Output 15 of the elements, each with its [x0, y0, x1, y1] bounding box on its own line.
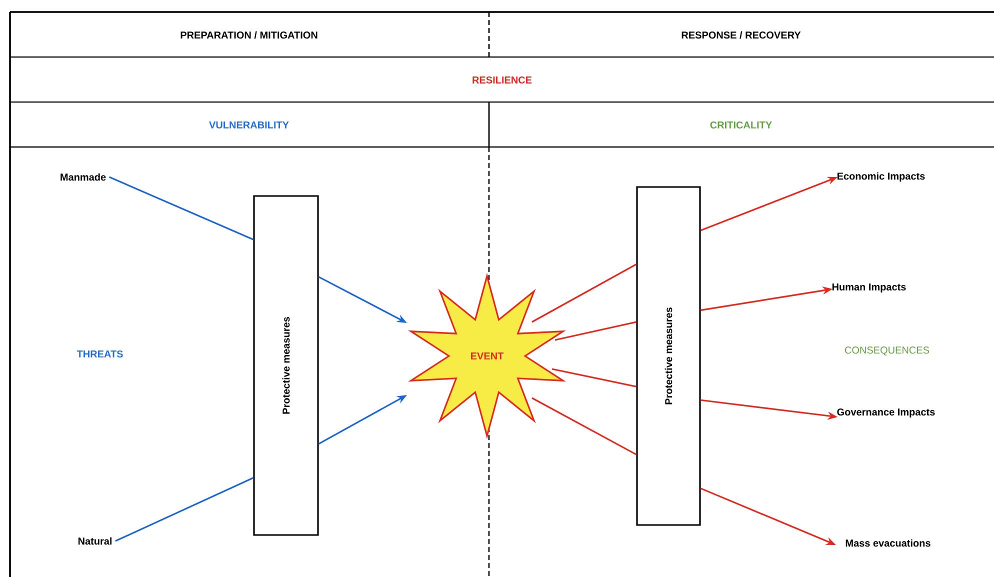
column-heading: PREPARATION / MITIGATION — [180, 31, 318, 39]
impact-label: Economic Impacts — [838, 172, 925, 182]
column-heading: VULNERABILITY — [209, 122, 289, 128]
impact-label: Human Impacts — [832, 284, 906, 292]
side-label: CONSEQUENCES — [845, 346, 930, 356]
band-heading: RESILIENCE — [472, 76, 532, 84]
impact-label: Mass evacuations — [846, 539, 930, 547]
impact-label: Governance Impacts — [837, 408, 935, 418]
protective-box: Protective measures — [253, 195, 319, 536]
column-heading: CRITICALITY — [710, 121, 772, 129]
side-label: THREATS — [76, 350, 123, 358]
source-label: Natural — [78, 537, 112, 545]
column-heading: RESPONSE / RECOVERY — [682, 31, 801, 39]
protective-box: Protective measures — [636, 186, 701, 526]
source-label: Manmade — [60, 173, 106, 181]
